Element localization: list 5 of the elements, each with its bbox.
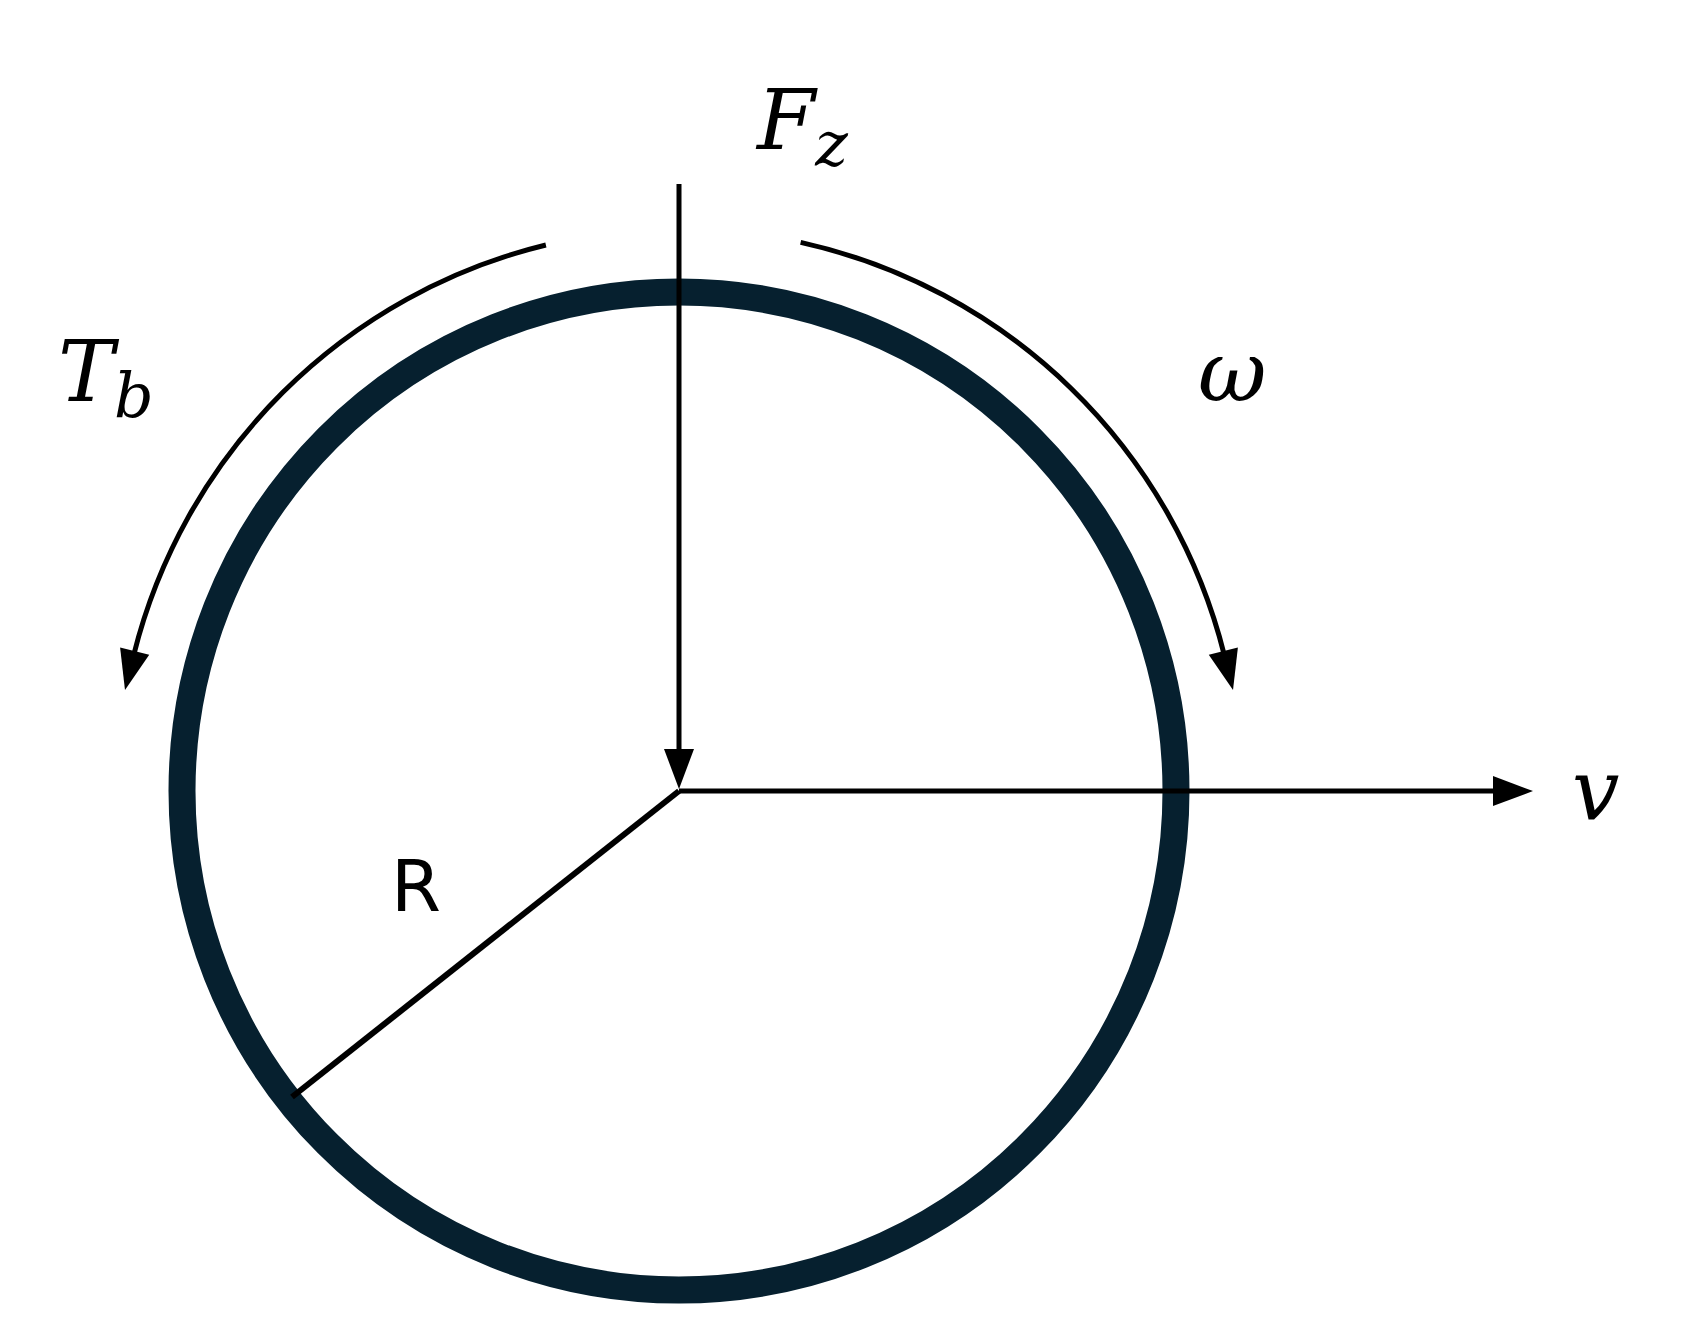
symbol-label: R	[391, 850, 442, 922]
symbol-label: v	[1572, 748, 1620, 832]
symbol-label: F$_{z}$	[757, 78, 848, 175]
symbol-label: ω	[1198, 330, 1267, 414]
symbol-label: T$_{b}$	[58, 330, 154, 427]
